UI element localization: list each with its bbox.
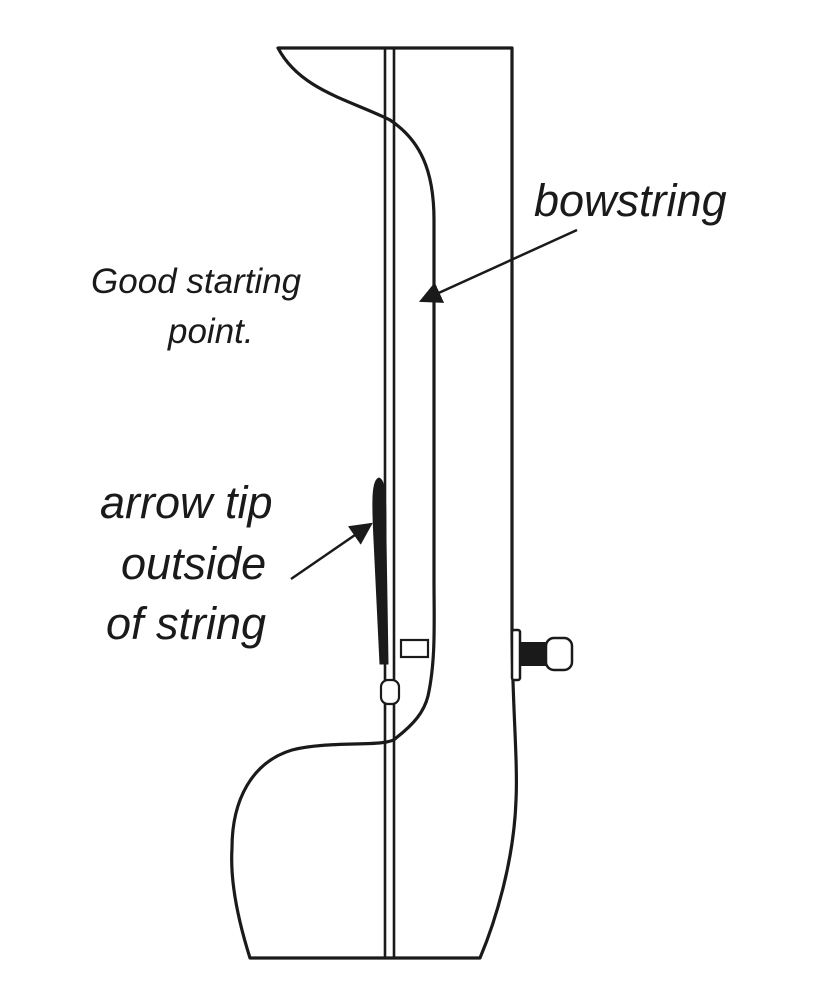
- good-starting-point-label-line1: Good starting: [91, 262, 302, 301]
- plunger-icon: [510, 628, 574, 682]
- arrow-tip-label-line1: arrow tip: [100, 477, 273, 528]
- bow-riser-icon: [230, 46, 519, 960]
- arrow-tip-pointer: [290, 522, 373, 581]
- arrow-tip-label-line2: outside: [121, 538, 267, 589]
- arrow-nock-icon: [379, 678, 401, 706]
- good-starting-point-label-line2: point.: [168, 312, 254, 351]
- arrow-tip-label-line3: of string: [106, 598, 267, 649]
- bowstring-label: bowstring: [534, 175, 727, 226]
- bowstring-pointer: [418, 228, 578, 303]
- arrow-rest-icon: [399, 638, 430, 659]
- arrow-tip-icon: [372, 477, 389, 665]
- bowstring-line-icon: [383, 48, 396, 958]
